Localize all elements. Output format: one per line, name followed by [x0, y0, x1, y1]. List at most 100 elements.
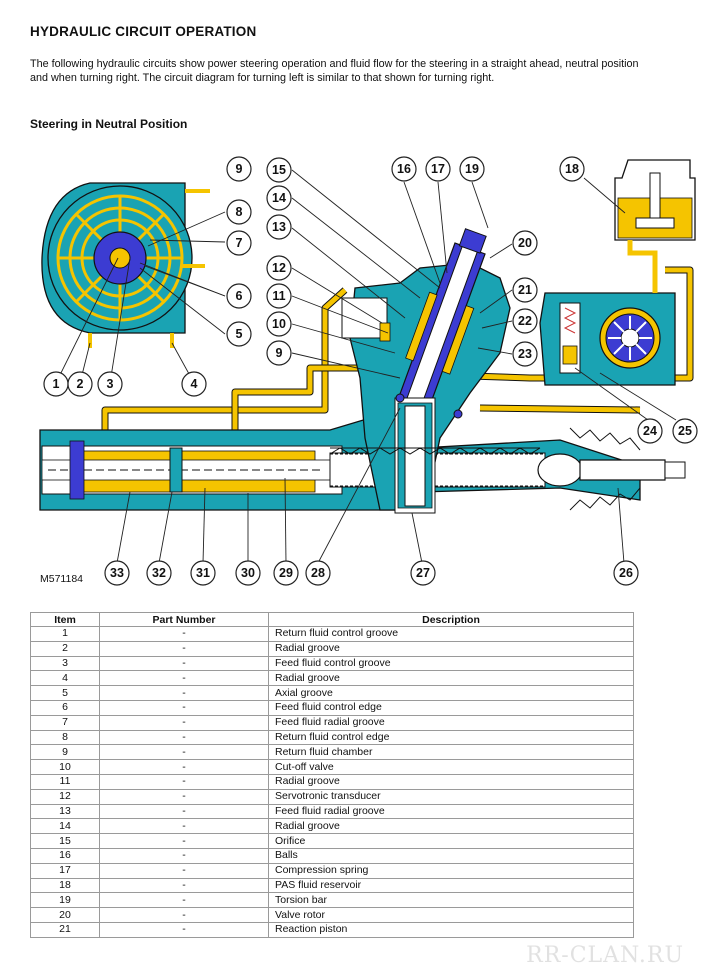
callout-4: 4	[181, 371, 207, 397]
callout-13: 13	[266, 214, 292, 240]
table-row: 11-Radial groove	[30, 773, 634, 790]
callout-20: 20	[512, 230, 538, 256]
table-row: 9-Return fluid chamber	[30, 744, 634, 761]
table-header-row: Item Part Number Description	[30, 612, 634, 627]
callout-6: 6	[226, 283, 252, 309]
svg-text:3: 3	[107, 377, 114, 391]
page-title: HYDRAULIC CIRCUIT OPERATION	[30, 24, 257, 39]
item-cell: 12	[30, 788, 100, 805]
description-cell: Radial groove	[268, 773, 634, 790]
description-cell: Valve rotor	[268, 907, 634, 923]
item-cell: 8	[30, 729, 100, 746]
description-cell: Radial groove	[268, 818, 634, 835]
fluid-lines	[101, 266, 694, 453]
callout-21: 21	[512, 277, 538, 303]
description-cell: Return fluid chamber	[268, 744, 634, 761]
table-row: 2-Radial groove	[30, 640, 634, 657]
description-cell: Axial groove	[268, 685, 634, 701]
callout-33: 33	[104, 560, 130, 586]
callout-3: 3	[97, 371, 123, 397]
svg-text:24: 24	[643, 424, 657, 438]
section-heading: Steering in Neutral Position	[30, 117, 188, 131]
callout-18: 18	[559, 156, 585, 182]
svg-text:27: 27	[416, 566, 430, 580]
item-cell: 4	[30, 670, 100, 687]
table-row: 14-Radial groove	[30, 818, 634, 835]
svg-text:18: 18	[565, 162, 579, 176]
svg-text:9: 9	[276, 346, 283, 360]
table-row: 21-Reaction piston	[30, 921, 634, 938]
part-number-cell: -	[99, 626, 269, 642]
rotary-valve-section	[41, 182, 210, 348]
description-cell: Feed fluid control edge	[268, 699, 634, 716]
callout-19: 19	[459, 156, 485, 182]
table-row: 4-Radial groove	[30, 670, 634, 687]
callout-1: 1	[43, 371, 69, 397]
callout-16: 16	[391, 156, 417, 182]
svg-text:21: 21	[518, 283, 532, 297]
part-number-cell: -	[99, 685, 269, 701]
svg-text:8: 8	[236, 205, 243, 219]
part-number-cell: -	[99, 862, 269, 879]
svg-text:25: 25	[678, 424, 692, 438]
svg-text:19: 19	[465, 162, 479, 176]
callout-23: 23	[512, 341, 538, 367]
svg-text:28: 28	[311, 566, 325, 580]
callout-7: 7	[226, 230, 252, 256]
description-cell: Return fluid control edge	[268, 729, 634, 746]
callout-28: 28	[305, 560, 331, 586]
item-cell: 13	[30, 803, 100, 820]
svg-text:12: 12	[272, 261, 286, 275]
table-row: 10-Cut-off valve	[30, 759, 634, 775]
svg-text:16: 16	[397, 162, 411, 176]
item-cell: 10	[30, 759, 100, 775]
table-row: 3-Feed fluid control groove	[30, 655, 634, 672]
table-row: 8-Return fluid control edge	[30, 729, 634, 746]
part-number-cell: -	[99, 818, 269, 835]
description-cell: Radial groove	[268, 640, 634, 657]
part-number-cell: -	[99, 729, 269, 746]
item-cell: 19	[30, 892, 100, 909]
col-header-part-number: Part Number	[99, 612, 269, 627]
item-cell: 1	[30, 626, 100, 642]
table-row: 7-Feed fluid radial groove	[30, 714, 634, 731]
part-number-cell: -	[99, 714, 269, 731]
part-number-cell: -	[99, 670, 269, 687]
item-cell: 9	[30, 744, 100, 761]
item-cell: 17	[30, 862, 100, 879]
table-row: 19-Torsion bar	[30, 892, 634, 909]
callout-27: 27	[410, 560, 436, 586]
item-cell: 15	[30, 833, 100, 849]
callout-8: 8	[226, 199, 252, 225]
callout-12: 12	[266, 255, 292, 281]
description-cell: Return fluid control groove	[268, 626, 634, 642]
part-number-cell: -	[99, 803, 269, 820]
description-cell: Feed fluid radial groove	[268, 803, 634, 820]
item-cell: 3	[30, 655, 100, 672]
item-cell: 7	[30, 714, 100, 731]
table-row: 13-Feed fluid radial groove	[30, 803, 634, 820]
part-number-cell: -	[99, 907, 269, 923]
col-header-description: Description	[268, 612, 634, 627]
part-number-cell: -	[99, 640, 269, 657]
item-cell: 16	[30, 847, 100, 864]
callout-5: 5	[226, 321, 252, 347]
svg-text:29: 29	[279, 566, 293, 580]
description-cell: Orifice	[268, 833, 634, 849]
svg-text:13: 13	[272, 220, 286, 234]
svg-text:26: 26	[619, 566, 633, 580]
figure-id: M571184	[40, 573, 84, 585]
callout-25: 25	[672, 418, 698, 444]
hydraulic-circuit-diagram: 1 2 3 4 5 6 7 8 9 9 10 11 12 13 14 15 16…	[39, 156, 698, 586]
part-number-cell: -	[99, 699, 269, 716]
item-cell: 2	[30, 640, 100, 657]
callout-32: 32	[146, 560, 172, 586]
svg-text:11: 11	[272, 289, 285, 303]
rack-gear-teeth	[329, 427, 641, 511]
table-row: 1-Return fluid control groove	[30, 626, 634, 642]
part-number-cell: -	[99, 759, 269, 775]
item-cell: 14	[30, 818, 100, 835]
item-cell: 18	[30, 877, 100, 894]
part-number-cell: -	[99, 788, 269, 805]
